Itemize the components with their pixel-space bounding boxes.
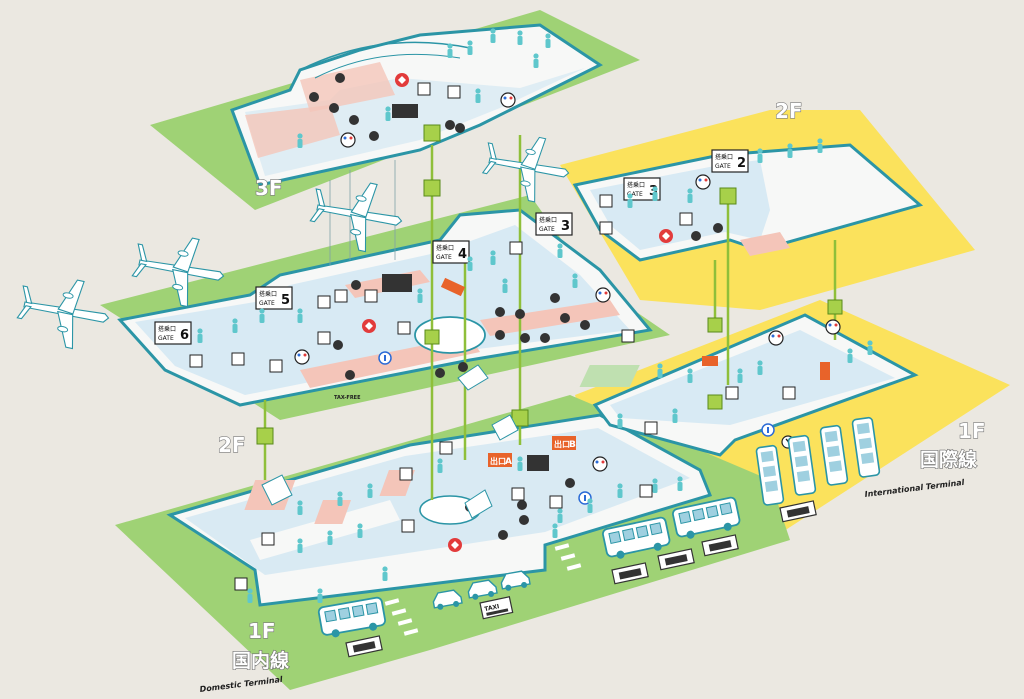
aed-icon xyxy=(362,319,376,333)
svg-text:3: 3 xyxy=(561,219,570,234)
info-icon xyxy=(378,351,392,365)
elevator-shafts xyxy=(263,135,837,500)
gate-sign-3-international: 搭乗口 GATE 3 xyxy=(623,177,661,201)
crosswalk xyxy=(384,543,582,636)
restroom-icon xyxy=(695,174,711,190)
svg-text:3: 3 xyxy=(649,184,658,199)
tax-free-label: TAX-FREE xyxy=(334,395,361,401)
domestic-terminal-en: Domestic Terminal xyxy=(199,675,283,694)
svg-text:GATE: GATE xyxy=(259,300,275,307)
aed-icon xyxy=(448,538,462,552)
exit-sign-a: 出口 A xyxy=(488,453,512,467)
gate-sign-6: 搭乗口 GATE 6 xyxy=(154,321,192,345)
aed-icon xyxy=(395,73,409,87)
restroom-icon xyxy=(500,92,516,108)
svg-text:B: B xyxy=(569,440,576,450)
airplane-icon xyxy=(477,126,576,209)
airplane-icon xyxy=(12,268,116,356)
flight-info-board xyxy=(382,104,549,471)
aed-icon xyxy=(659,229,673,243)
floor-label-1f-domestic: 1F xyxy=(248,619,276,643)
svg-text:4: 4 xyxy=(458,247,467,262)
gate-sign-5: 搭乗口 GATE 5 xyxy=(255,286,293,310)
svg-text:5: 5 xyxy=(281,293,290,308)
svg-text:GATE: GATE xyxy=(436,254,452,261)
floor-label-2f-domestic: 2F xyxy=(218,433,246,457)
svg-text:出口: 出口 xyxy=(490,456,506,466)
escalator xyxy=(261,364,519,519)
svg-text:搭乗口: 搭乗口 xyxy=(259,290,277,298)
elevator-cars xyxy=(256,124,843,445)
svg-text:搭乗口: 搭乗口 xyxy=(436,244,454,252)
svg-text:6: 6 xyxy=(180,328,189,343)
restroom-icon xyxy=(294,349,310,365)
gate-sign-3-domestic: 搭乗口 GATE 3 xyxy=(535,212,573,236)
floor-label-3f: 3F xyxy=(255,176,283,200)
svg-text:搭乗口: 搭乗口 xyxy=(158,325,176,333)
exit-sign-international xyxy=(702,356,718,366)
taxi-sign: TAXI xyxy=(479,596,514,620)
domestic-terminal-jp: 国内線 xyxy=(232,649,289,672)
svg-text:搭乗口: 搭乗口 xyxy=(715,153,733,161)
facility-pictogram-icons xyxy=(189,82,796,591)
exit-sign-b: 出口 B xyxy=(552,436,576,450)
svg-text:GATE: GATE xyxy=(627,191,643,198)
svg-text:搭乗口: 搭乗口 xyxy=(627,181,645,189)
departure-board xyxy=(440,277,466,297)
svg-text:搭乗口: 搭乗口 xyxy=(539,216,557,224)
svg-text:A: A xyxy=(505,457,512,467)
floor-label-1f-international: 1F xyxy=(958,419,986,443)
restroom-icon xyxy=(595,287,611,303)
svg-text:TAXI: TAXI xyxy=(484,603,500,613)
svg-text:GATE: GATE xyxy=(715,163,731,170)
svg-text:GATE: GATE xyxy=(158,335,174,342)
restroom-icon xyxy=(340,132,356,148)
exit-sign-international xyxy=(820,362,830,380)
international-terminal-jp: 国際線 xyxy=(920,448,977,471)
restroom-icon xyxy=(768,330,784,346)
svg-text:出口: 出口 xyxy=(554,439,570,449)
international-terminal-en: International Terminal xyxy=(864,478,965,499)
svg-text:2: 2 xyxy=(737,156,746,171)
gate-sign-4: 搭乗口 GATE 4 xyxy=(432,240,470,264)
restroom-icon xyxy=(825,319,841,335)
info-icon xyxy=(761,423,775,437)
restroom-icon xyxy=(592,456,608,472)
svg-text:GATE: GATE xyxy=(539,226,555,233)
domestic-1f-building xyxy=(166,413,713,607)
floor-label-2f-international: 2F xyxy=(775,99,803,123)
gate-sign-2: 搭乗口 GATE 2 xyxy=(711,149,749,173)
